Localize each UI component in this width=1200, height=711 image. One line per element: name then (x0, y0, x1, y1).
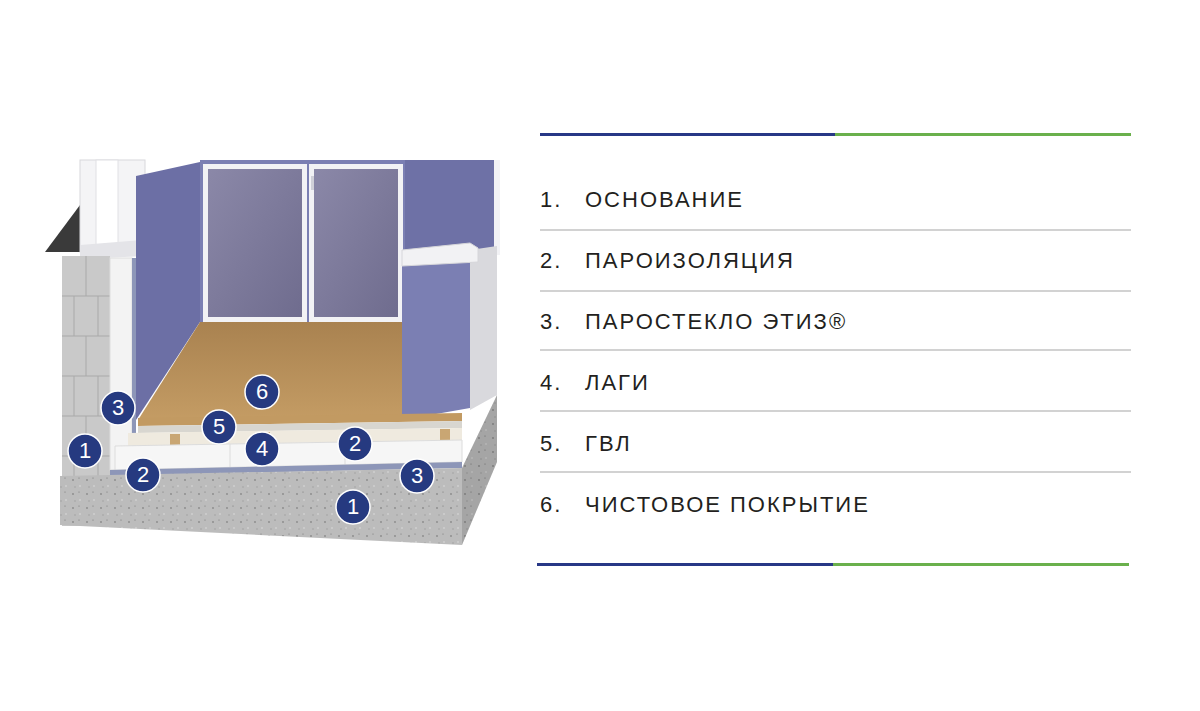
balcony-room-part (203, 164, 307, 322)
masonry-wall-part (98, 296, 99, 336)
list-number: 5. (540, 431, 562, 457)
callout-number: 5 (213, 415, 225, 439)
finished-floor (138, 322, 405, 420)
callout-circle: 6 (244, 374, 280, 410)
floor-layers-part (440, 429, 450, 440)
parapet-part (402, 258, 470, 420)
callout-circle: 3 (100, 390, 136, 426)
layer-name: ПАРОСТЕКЛО ЭТИЗ® (585, 309, 847, 335)
row-separator (540, 229, 1131, 473)
callout-number: 6 (256, 380, 268, 404)
balcony-room-part (200, 160, 405, 324)
floor-layers-part (230, 444, 231, 467)
callout-number: 2 (137, 463, 149, 487)
row-separator-part (540, 290, 1131, 292)
callout-number: 2 (349, 432, 361, 456)
balcony-room-part (494, 160, 500, 255)
bottom-rule-part (537, 563, 833, 566)
layer-name: ГВЛ (585, 431, 632, 457)
list-number: 6. (540, 492, 562, 518)
finished-floor-part (138, 322, 405, 420)
top-rule-part (540, 133, 835, 136)
callout-circle: 2 (125, 457, 161, 493)
side-wall-part (470, 246, 497, 410)
parapet (402, 243, 478, 420)
bottom-rule (537, 563, 1129, 566)
parapet-part (402, 243, 478, 266)
balcony-room-part (309, 164, 403, 322)
callout-circle-fill (336, 490, 370, 524)
row-separator-part (540, 410, 1131, 412)
top-rule (540, 133, 1131, 136)
list-number: 2. (540, 248, 562, 274)
callout-number: 3 (112, 396, 124, 420)
row-separator-part (540, 471, 1131, 473)
callout-circle-fill (245, 375, 279, 409)
row-separator-part (540, 229, 1131, 231)
callout-circle-fill (400, 459, 434, 493)
bottom-rule-part (833, 563, 1129, 566)
balcony-room-part (314, 169, 398, 317)
list-number: 3. (540, 309, 562, 335)
callout-circle: 1 (67, 433, 103, 469)
callout-number: 1 (79, 439, 91, 463)
layer-name: ОСНОВАНИЕ (585, 187, 744, 213)
callout-number: 4 (256, 437, 268, 461)
top-rule-part (835, 133, 1131, 136)
balcony-room (136, 160, 500, 420)
roof-edge (45, 205, 80, 252)
callout-circle: 2 (337, 426, 373, 462)
row-separator-part (540, 349, 1131, 351)
masonry-wall-part (74, 296, 75, 336)
layer-name: ЧИСТОВОЕ ПОКРЫТИЕ (585, 492, 870, 518)
callout-circle: 4 (244, 431, 280, 467)
masonry-wall-part (86, 336, 87, 376)
callout-circle-fill (126, 458, 160, 492)
window-frame-part (80, 160, 145, 252)
list-number: 4. (540, 370, 562, 396)
masonry-wall-part (86, 256, 87, 296)
callout-number: 1 (347, 495, 359, 519)
balcony-room-part (208, 169, 302, 317)
masonry-wall-part (74, 376, 75, 416)
callout-circle-fill (202, 410, 236, 444)
callout-circle: 3 (399, 458, 435, 494)
callout-circle-fill (68, 434, 102, 468)
callout-circle: 1 (335, 489, 371, 525)
side-wall (470, 246, 497, 410)
floor-layers-part (170, 434, 180, 445)
concrete-base-part (462, 395, 497, 545)
callout-circle-fill (245, 432, 279, 466)
concrete-base-part (462, 395, 497, 545)
layer-name: ПАРОИЗОЛЯЦИЯ (585, 248, 795, 274)
list-number: 1. (540, 187, 562, 213)
callout-circle-fill (101, 391, 135, 425)
callout-circle-fill (338, 427, 372, 461)
callout-circle: 5 (201, 409, 237, 445)
layer-name: ЛАГИ (585, 370, 650, 396)
roof-edge-part (45, 205, 80, 252)
balcony-room-part (311, 176, 314, 190)
callout-number: 3 (411, 464, 423, 488)
window-frame-part (96, 160, 118, 250)
masonry-wall-part (98, 376, 99, 416)
